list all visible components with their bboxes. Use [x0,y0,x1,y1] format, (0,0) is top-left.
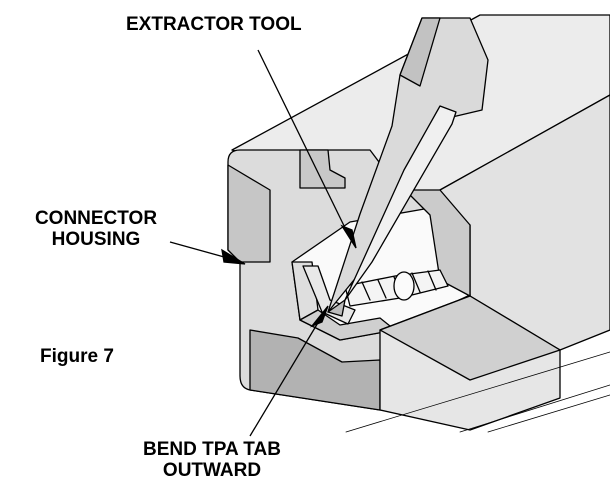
connector-housing-label-line2: HOUSING [51,229,141,250]
bend-tpa-tab-label-line2: OUTWARD [162,460,262,481]
surface-lines [345,351,610,433]
bend-tpa-leader-line [249,315,323,437]
connector-housing-label-line1: CONNECTOR [34,208,158,229]
connector-housing-label: CONNECTOR HOUSING [6,208,186,250]
extractor-tool-tip [327,299,346,317]
wire-sleeve [393,271,415,301]
extractor-arrowhead [340,224,357,249]
connector-arrowhead [221,248,246,265]
bend-tpa-arrowhead [309,305,329,328]
extractor-tool-label: EXTRACTOR TOOL [126,14,302,35]
bend-tpa-tab-label-line1: BEND TPA TAB [143,439,281,460]
housing-lower-block-top [379,295,561,381]
extractor-tool-bevel [399,17,441,87]
extractor-leader-line [257,49,351,239]
housing-right-chamfer [404,189,471,297]
housing-left-bevel [227,164,271,263]
figure-caption: Figure 7 [40,346,114,367]
extractor-tool-highlight [344,105,457,301]
bend-tpa-tab-label: BEND TPA TAB OUTWARD [128,439,296,481]
